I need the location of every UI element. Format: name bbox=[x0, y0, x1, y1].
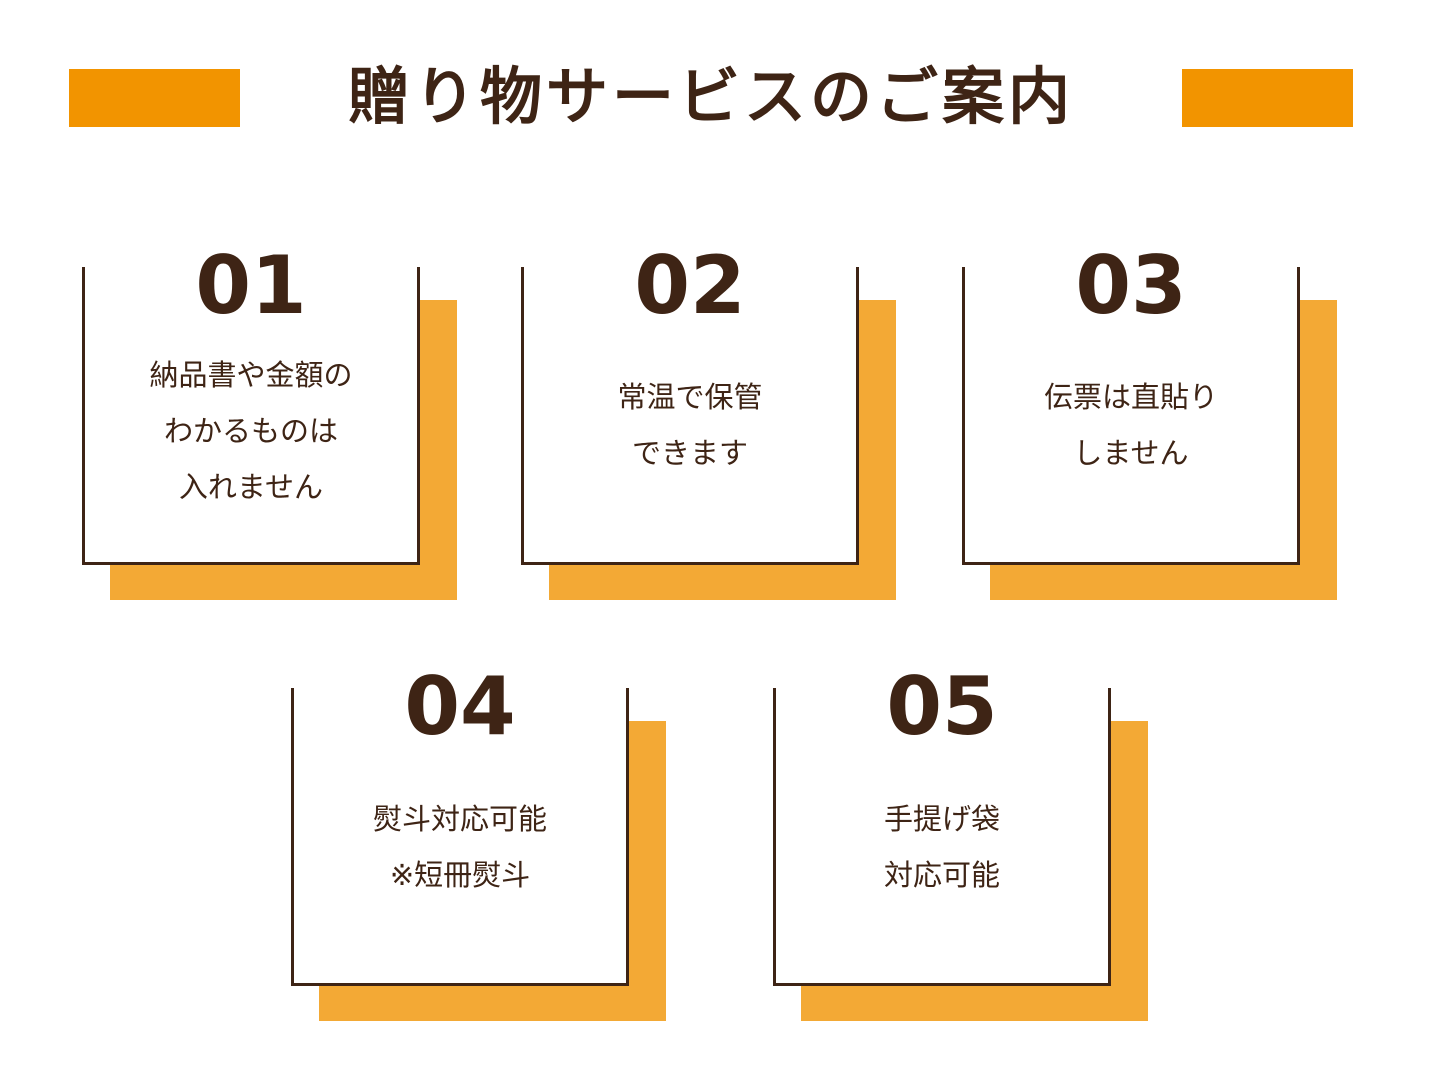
service-card-03: 03 伝票は直貼り しません bbox=[962, 241, 1337, 600]
service-card-02: 02 常温で保管 できます bbox=[521, 241, 896, 600]
card-text: 常温で保管 できます bbox=[521, 369, 859, 481]
card-number: 05 bbox=[886, 660, 998, 753]
card-frame bbox=[773, 688, 1111, 986]
card-line: ※短冊熨斗 bbox=[389, 858, 531, 892]
card-frame bbox=[291, 688, 629, 986]
card-line: 常温で保管 bbox=[617, 380, 763, 414]
card-line: わかるものは bbox=[163, 414, 338, 448]
title-bar-left bbox=[69, 69, 240, 127]
card-number: 01 bbox=[195, 239, 307, 332]
card-number: 02 bbox=[634, 239, 746, 332]
card-line: 対応可能 bbox=[883, 858, 1000, 892]
page-title: 贈り物サービスのご案内 bbox=[347, 60, 1074, 133]
service-card-05: 05 手提げ袋 対応可能 bbox=[773, 662, 1148, 1021]
card-line: できます bbox=[631, 436, 748, 470]
card-text: 納品書や金額の わかるものは 入れません bbox=[82, 347, 420, 515]
card-frame bbox=[521, 267, 859, 565]
service-card-01: 01 納品書や金額の わかるものは 入れません bbox=[82, 241, 457, 600]
card-text: 熨斗対応可能 ※短冊熨斗 bbox=[291, 791, 629, 903]
card-line: 納品書や金額の bbox=[149, 358, 353, 392]
card-line: しません bbox=[1073, 436, 1189, 470]
card-text: 手提げ袋 対応可能 bbox=[773, 791, 1111, 903]
card-text: 伝票は直貼り しません bbox=[962, 369, 1300, 481]
card-line: 手提げ袋 bbox=[883, 802, 1000, 836]
card-line: 伝票は直貼り bbox=[1043, 380, 1218, 414]
card-frame bbox=[962, 267, 1300, 565]
service-card-04: 04 熨斗対応可能 ※短冊熨斗 bbox=[291, 662, 666, 1021]
card-frame bbox=[82, 267, 420, 565]
card-number: 04 bbox=[404, 660, 516, 753]
card-number: 03 bbox=[1075, 239, 1187, 332]
card-line: 熨斗対応可能 bbox=[372, 802, 547, 836]
title-bar-right bbox=[1182, 69, 1353, 127]
card-line: 入れません bbox=[178, 470, 324, 504]
